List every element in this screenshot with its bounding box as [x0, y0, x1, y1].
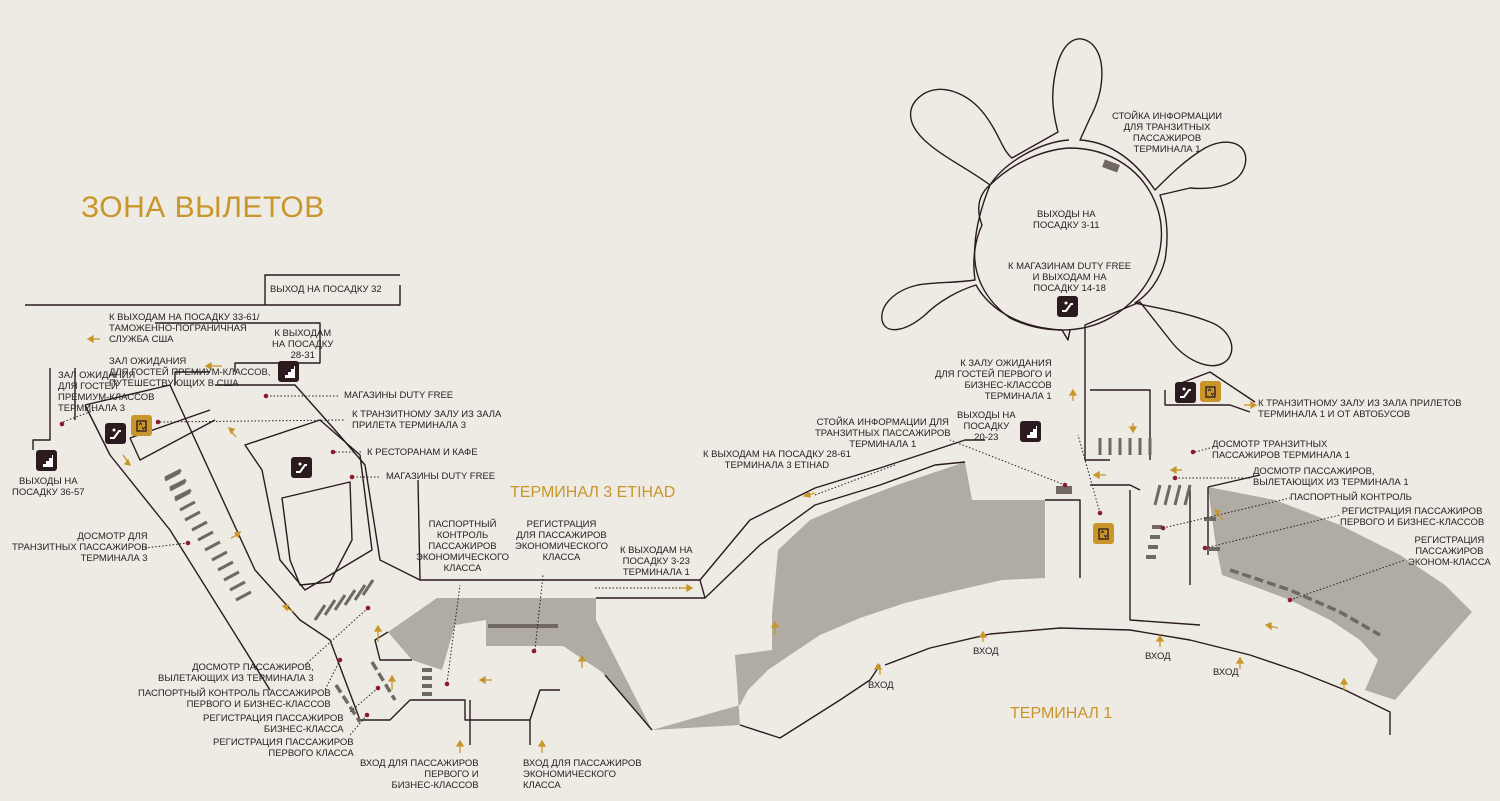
- label-to-transit-t3: К ТРАНЗИТНОМУ ЗАЛУ ИЗ ЗАЛА ПРИЛЕТА ТЕРМИ…: [352, 409, 502, 431]
- label-shops-gates-14-18: К МАГАЗИНАМ DUTY FREE И ВЫХОДАМ НА ПОСАД…: [1008, 261, 1132, 294]
- label-checkin-econ: РЕГИСТРАЦИЯ ДЛЯ ПАССАЖИРОВ ЭКОНОМИЧЕСКОГ…: [515, 519, 608, 563]
- label-screening-t1: ДОСМОТР ПАССАЖИРОВ, ВЫЛЕТАЮЩИХ ИЗ ТЕРМИН…: [1253, 466, 1409, 488]
- stairs-icon: [1020, 421, 1041, 442]
- label-transit-info-t1-top: СТОЙКА ИНФОРМАЦИИ ДЛЯ ТРАНЗИТНЫХ ПАССАЖИ…: [1112, 111, 1223, 155]
- label-transit-screening-t3: ДОСМОТР ДЛЯ ТРАНЗИТНЫХ ПАССАЖИРОВ ТЕРМИН…: [12, 531, 148, 564]
- label-gate-32: ВЫХОД НА ПОСАДКУ 32: [270, 284, 382, 295]
- label-to-gates-28-31: К ВЫХОДАМ НА ПОСАДКУ 28-31: [272, 328, 334, 361]
- label-entrance: ВХОД: [973, 646, 999, 657]
- label-entrance-first-biz: ВХОД ДЛЯ ПАССАЖИРОВ ПЕРВОГО И БИЗНЕС-КЛА…: [360, 758, 479, 791]
- label-screening-t3: ДОСМОТР ПАССАЖИРОВ, ВЫЛЕТАЮЩИХ ИЗ ТЕРМИН…: [158, 662, 314, 684]
- label-to-gates-33-61: К ВЫХОДАМ НА ПОСАДКУ 33-61/ ТАМОЖЕННО-ПО…: [109, 312, 271, 389]
- label-gates-36-57: ВЫХОДЫ НА ПОСАДКУ 36-57: [12, 476, 85, 498]
- label-entrance-econ: ВХОД ДЛЯ ПАССАЖИРОВ ЭКОНОМИЧЕСКОГО КЛАСС…: [523, 758, 642, 791]
- label-passport-econ: ПАСПОРТНЫЙ КОНТРОЛЬ ПАССАЖИРОВ ЭКОНОМИЧЕ…: [416, 519, 509, 574]
- terminal1-hall: [1208, 487, 1472, 700]
- label-to-gates-28-61: К ВЫХОДАМ НА ПОСАДКУ 28-61 ТЕРМИНАЛА 3 E…: [703, 449, 851, 471]
- label-checkin-econ-t1: РЕГИСТРАЦИЯ ПАССАЖИРОВ ЭКОНОМ-КЛАССА: [1408, 535, 1491, 568]
- label-checkin-first-biz-t1: РЕГИСТРАЦИЯ ПАССАЖИРОВ ПЕРВОГО И БИЗНЕС-…: [1340, 506, 1485, 528]
- label-entrance: ВХОД: [868, 680, 894, 691]
- terminal3-hall: [388, 462, 1045, 730]
- label-entrance: ВХОД: [1213, 667, 1239, 678]
- terminal-3-label: ТЕРМИНАЛ 3 ETIHAD: [510, 484, 676, 501]
- label-passport-first-biz: ПАСПОРТНЫЙ КОНТРОЛЬ ПАССАЖИРОВ ПЕРВОГО И…: [138, 688, 331, 710]
- escalator-icon: [1057, 296, 1078, 317]
- escalator-icon: [291, 457, 312, 478]
- elevator-icon: [1200, 381, 1221, 402]
- label-checkin-first: РЕГИСТРАЦИЯ ПАССАЖИРОВ ПЕРВОГО КЛАССА: [213, 737, 354, 759]
- label-transit-screening-t1: ДОСМОТР ТРАНЗИТНЫХ ПАССАЖИРОВ ТЕРМИНАЛА …: [1212, 439, 1350, 461]
- label-to-gates-3-23: К ВЫХОДАМ НА ПОСАДКУ 3-23 ТЕРМИНАЛА 1: [620, 545, 693, 578]
- label-lounge-t3: ЗАЛ ОЖИДАНИЯ ДЛЯ ГОСТЕЙ ПРЕМИУМ-КЛАССОВ …: [58, 370, 155, 414]
- escalator-icon: [105, 423, 126, 444]
- elevator-icon: [1093, 523, 1114, 544]
- escalator-icon: [1175, 382, 1196, 403]
- elevator-icon: [131, 415, 152, 436]
- terminal-1-label: ТЕРМИНАЛ 1: [1010, 705, 1113, 722]
- stairs-icon: [36, 450, 57, 471]
- label-gates-20-23: ВЫХОДЫ НА ПОСАДКУ 20-23: [957, 410, 1016, 443]
- label-to-transit-t1: К ТРАНЗИТНОМУ ЗАЛУ ИЗ ЗАЛА ПРИЛЕТОВ ТЕРМ…: [1258, 398, 1462, 420]
- label-gates-3-11: ВЫХОДЫ НА ПОСАДКУ 3-11: [1033, 209, 1100, 231]
- label-checkin-biz: РЕГИСТРАЦИЯ ПАССАЖИРОВ БИЗНЕС-КЛАССА: [203, 713, 344, 735]
- label-lounge-t1: К ЗАЛУ ОЖИДАНИЯ ДЛЯ ГОСТЕЙ ПЕРВОГО И БИЗ…: [935, 358, 1052, 402]
- label-duty-free-2: МАГАЗИНЫ DUTY FREE: [386, 471, 496, 482]
- map-title: ЗОНА ВЫЛЕТОВ: [81, 191, 325, 224]
- label-entrance: ВХОД: [1145, 651, 1171, 662]
- label-transit-info-t1: СТОЙКА ИНФОРМАЦИИ ДЛЯ ТРАНЗИТНЫХ ПАССАЖИ…: [815, 417, 951, 450]
- label-restaurants: К РЕСТОРАНАМ И КАФЕ: [367, 447, 478, 458]
- label-passport-t1: ПАСПОРТНЫЙ КОНТРОЛЬ: [1290, 492, 1412, 503]
- stairs-icon: [278, 361, 299, 382]
- label-duty-free-1: МАГАЗИНЫ DUTY FREE: [344, 390, 454, 401]
